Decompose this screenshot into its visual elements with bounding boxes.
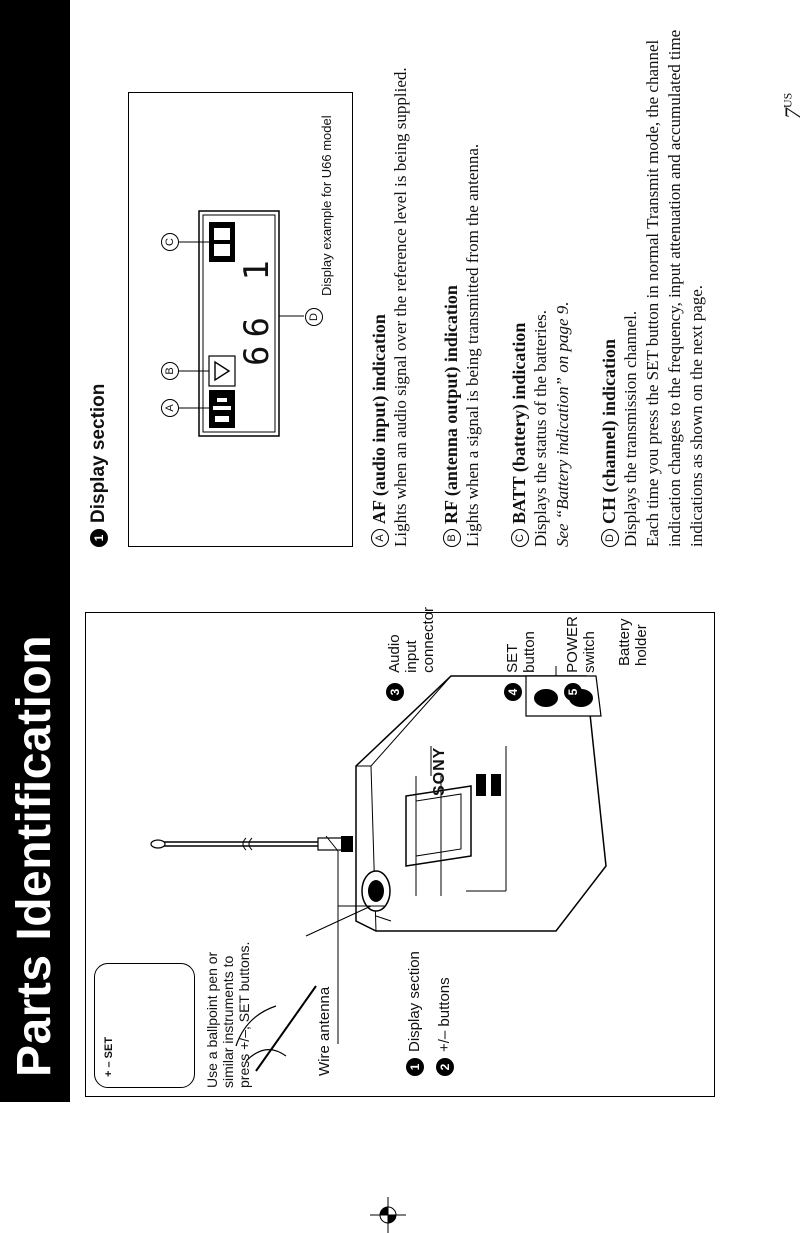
item-ch-letter: D (601, 529, 619, 547)
number-badge-2: 2 (436, 1058, 455, 1076)
item-batt-title-text: BATT (battery) indication (509, 322, 529, 524)
brand-logo: SONY (431, 747, 448, 796)
button-text: button (521, 631, 538, 673)
connector-text: connector (420, 606, 437, 673)
item-rf: B RF (antenna output) indication Lights w… (440, 27, 484, 547)
callout-c: C (161, 228, 180, 251)
item-af: A AF (audio input) indication Lights when… (368, 27, 412, 547)
item-batt-ref: See “Battery indication” on page 9. (553, 301, 572, 547)
switch-text: switch (581, 631, 598, 673)
page-number-value: 7 (780, 108, 805, 119)
callout-d: D (305, 303, 324, 326)
audio-text: Audio (386, 634, 403, 673)
set-text: SET (504, 643, 521, 673)
display-caption: Display example for U66 model (319, 115, 334, 296)
letter-a-badge: A (161, 399, 179, 417)
label-set-button: 4 SET button (504, 631, 538, 701)
item-rf-title-text: RF (antenna output) indication (441, 285, 461, 524)
item-ch-title: D CH (channel) indication (598, 27, 620, 547)
letter-c-badge: C (161, 233, 179, 251)
number-badge-4: 4 (504, 683, 523, 701)
display-number-badge: 1 (89, 529, 108, 547)
label-audio-input-connector: 3 Audio input connector (386, 607, 437, 701)
label-wire-antenna: Wire antenna (316, 987, 333, 1076)
item-batt: C BATT (battery) indication Displays the … (508, 27, 574, 547)
item-af-title: A AF (audio input) indication (368, 27, 390, 547)
item-batt-desc: Displays the status of the batteries. (531, 309, 550, 547)
holder-text: holder (633, 624, 650, 666)
plus-minus-buttons-text: +/– buttons (436, 977, 453, 1052)
callout-a: A (161, 394, 180, 417)
number-badge-5: 5 (564, 683, 583, 701)
item-ch-desc2: Each time you press the SET button in no… (643, 29, 706, 547)
page-number: 7US (780, 93, 806, 119)
battery-text: Battery (616, 618, 633, 666)
item-ch-desc: Displays the transmission channel. (621, 310, 640, 547)
number-badge-1: 1 (406, 1058, 425, 1076)
item-ch-title-text: CH (channel) indication (599, 338, 619, 524)
letter-d-badge: D (305, 308, 323, 326)
item-rf-desc: Lights when a signal is being transmitte… (463, 143, 482, 547)
item-rf-title: B RF (antenna output) indication (440, 27, 462, 547)
label-display-section: 1 Display section (406, 951, 425, 1076)
tip-text: Use a ballpoint pen or similar instrumen… (204, 941, 252, 1088)
page-number-suffix: US (780, 92, 795, 108)
registration-mark-icon (370, 1197, 406, 1233)
input-text: input (403, 640, 420, 673)
item-ch: D CH (channel) indication Displays the tr… (598, 27, 708, 547)
wire-antenna-text: Wire antenna (316, 986, 333, 1076)
lcd-display-illustration (179, 210, 304, 437)
parts-figure: Wire antenna 1 Display section 2 +/– butto… (85, 607, 715, 1097)
label-power-switch: 5 POWER switch (564, 616, 598, 701)
display-example-box: 66 1 A B C D Display example for U66 mod… (128, 92, 353, 547)
letter-b-badge: B (161, 362, 179, 380)
display-section-heading: 1 Display section (88, 384, 110, 547)
label-battery-holder: Battery holder (616, 618, 650, 666)
tip-callout: + – SET (94, 963, 195, 1088)
page-title: Parts Identification (8, 634, 61, 1077)
item-af-title-text: AF (audio input) indication (369, 314, 389, 524)
item-batt-title: C BATT (battery) indication (508, 27, 530, 547)
brand-text: SONY (431, 746, 448, 796)
transmitter-illustration (150, 666, 607, 1072)
number-badge-3: 3 (386, 683, 405, 701)
callout-b: B (161, 357, 180, 380)
power-text: POWER (564, 616, 581, 673)
item-af-letter: A (371, 529, 389, 547)
display-section-text: Display section (406, 951, 423, 1052)
display-heading-text: Display section (88, 383, 109, 523)
item-rf-letter: B (443, 529, 461, 547)
item-af-desc: Lights when an audio signal over the ref… (391, 67, 410, 547)
tip-keys: + – SET (103, 1036, 115, 1077)
title-bar: Parts Identification (0, 0, 70, 1102)
lcd-value: 66 1 (237, 252, 277, 366)
item-batt-letter: C (511, 529, 529, 547)
label-plus-minus-buttons: 2 +/– buttons (436, 977, 455, 1076)
